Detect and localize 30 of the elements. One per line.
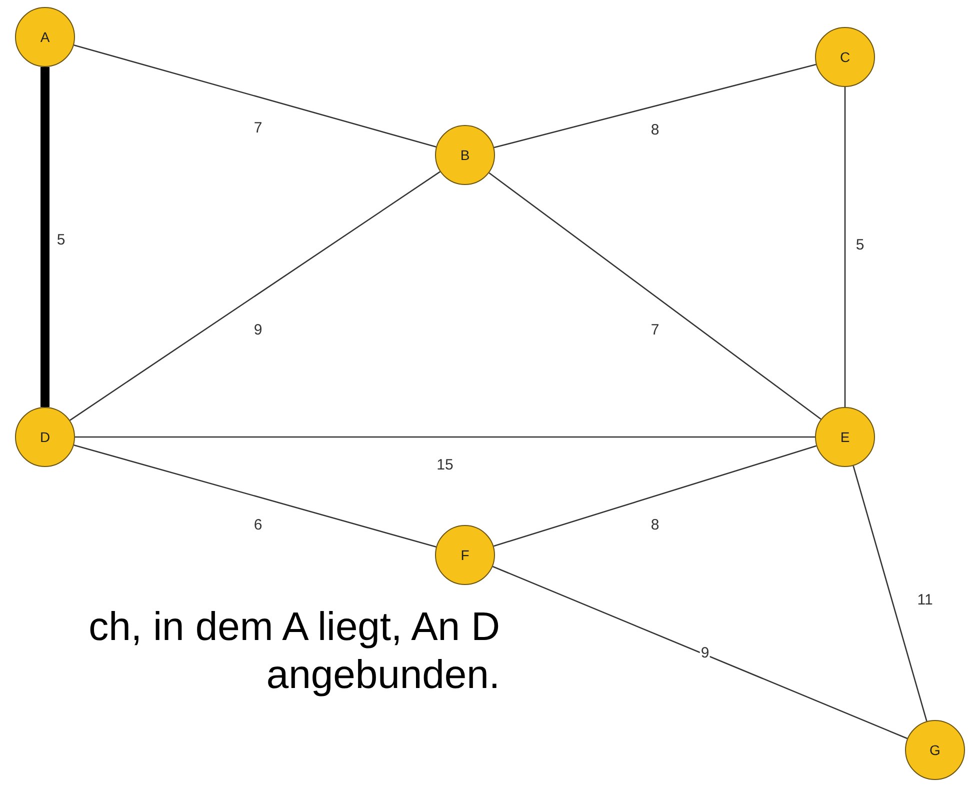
edge-label: 7 — [650, 322, 660, 338]
node-label: G — [930, 742, 940, 758]
edge-line — [493, 445, 817, 547]
edge-label: 9 — [700, 646, 710, 660]
edge-label: 7 — [252, 120, 264, 136]
edge-line — [75, 436, 815, 438]
edge-line — [74, 444, 436, 548]
node-label: A — [40, 29, 50, 45]
thick-edge-line — [40, 67, 50, 407]
edge-label: 8 — [650, 122, 660, 138]
edge-label: 6 — [252, 518, 264, 532]
edge-line — [844, 87, 846, 407]
node-label: B — [460, 147, 470, 163]
edge-line — [488, 172, 822, 420]
edge-line — [74, 44, 436, 148]
edge-label: 8 — [650, 518, 660, 532]
edge-label: 5 — [854, 238, 866, 252]
edge-line — [852, 466, 928, 722]
edge-line — [70, 171, 440, 421]
edge-label: 9 — [252, 322, 264, 338]
node-label: F — [460, 547, 470, 563]
edge-label: 15 — [436, 458, 454, 472]
edge-label: 5 — [56, 232, 66, 248]
node-label: D — [40, 429, 50, 445]
node-label: C — [840, 49, 850, 65]
node-label: E — [840, 429, 850, 445]
edge-label: 11 — [916, 592, 934, 608]
edge-line — [494, 64, 816, 148]
caption-text: ch, in dem A liegt, An D angebunden. — [88, 604, 500, 699]
edge-line — [492, 566, 908, 740]
